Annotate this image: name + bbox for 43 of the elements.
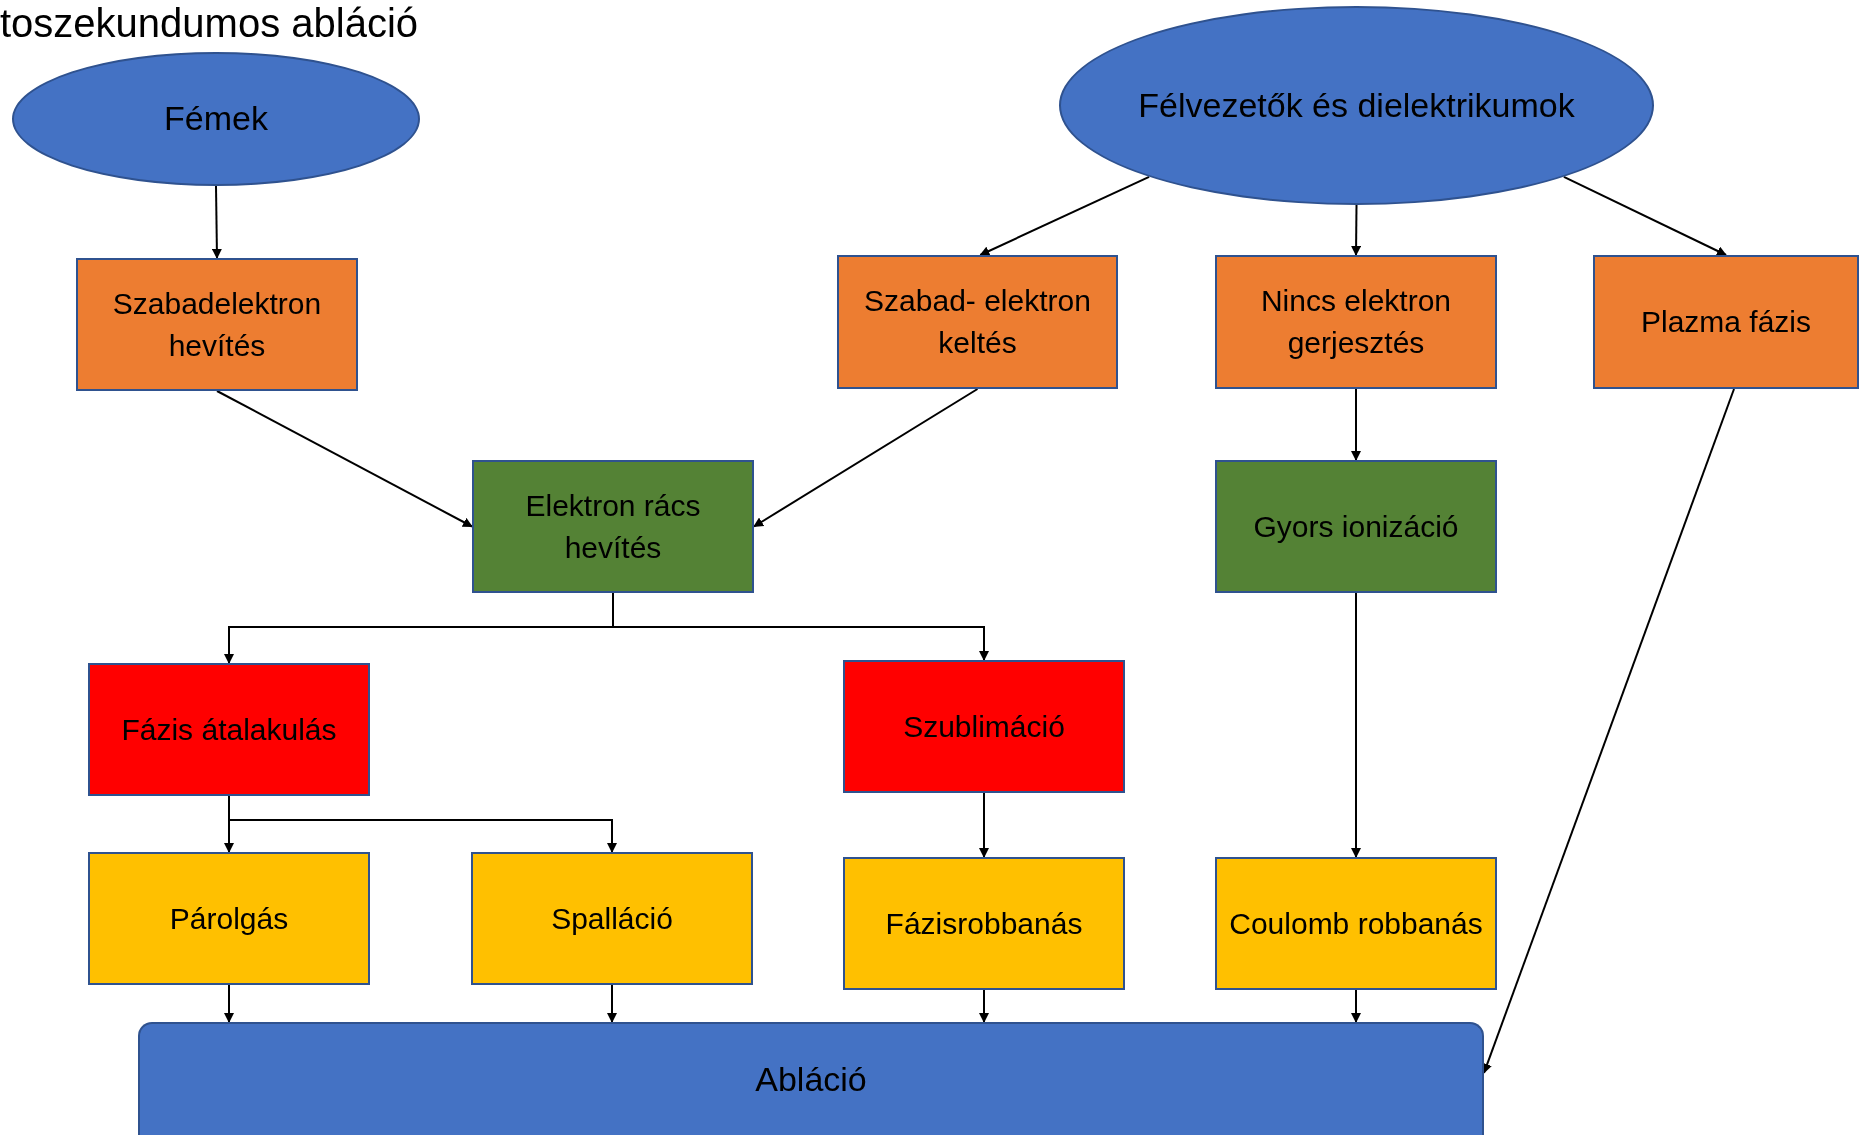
node-label: Gyors ionizáció: [1252, 508, 1460, 545]
process-box: [1593, 255, 1859, 389]
node-label: Félvezetők és dielektrikumok: [1137, 84, 1576, 126]
node-label: Szabad- elektron keltés: [863, 283, 1092, 361]
process-box: [1215, 460, 1497, 593]
process-box: [837, 255, 1118, 389]
process-box: [1215, 255, 1497, 389]
node-label: Coulomb robbanás: [1228, 905, 1484, 942]
arrow: [1351, 388, 1361, 461]
arrow: [979, 792, 989, 858]
process-box: [843, 660, 1125, 793]
arrow: [216, 390, 473, 528]
arrow: [753, 388, 979, 528]
process-box: [88, 663, 370, 796]
process-box: [1215, 857, 1497, 990]
arrow: [1351, 204, 1362, 256]
node-label: Plazma fázis: [1639, 304, 1813, 340]
arrow: [211, 185, 222, 259]
process-box: [76, 258, 358, 391]
arrow: [1562, 175, 1727, 256]
node-label: Fázis átalakulás: [120, 711, 338, 748]
node-label: Spalláció: [550, 900, 674, 937]
arrow: [979, 989, 989, 1023]
diagram-title: toszekundumos abláció: [0, 0, 419, 46]
process-box: [843, 857, 1125, 990]
arrow: [1482, 388, 1735, 1074]
node-label: Fázisrobbanás: [884, 905, 1084, 942]
arrow: [224, 984, 234, 1023]
process-box: [472, 460, 754, 593]
node-label: Szabadelektron hevítés: [111, 285, 323, 364]
node-label: Nincs elektron gerjesztés: [1259, 283, 1453, 361]
arrow: [1351, 592, 1361, 858]
node-label: Fémek: [163, 98, 269, 140]
node-label: Párolgás: [168, 900, 290, 937]
node-label: Elektron rács hevítés: [524, 487, 702, 566]
process-box: [471, 852, 753, 985]
arrow: [1351, 989, 1361, 1023]
process-box: [88, 852, 370, 985]
arrow: [607, 984, 617, 1023]
node-label: Szublimáció: [902, 708, 1066, 745]
arrow: [979, 175, 1151, 256]
node-label: Abláció: [754, 1058, 868, 1100]
result-bar: [138, 1022, 1484, 1135]
